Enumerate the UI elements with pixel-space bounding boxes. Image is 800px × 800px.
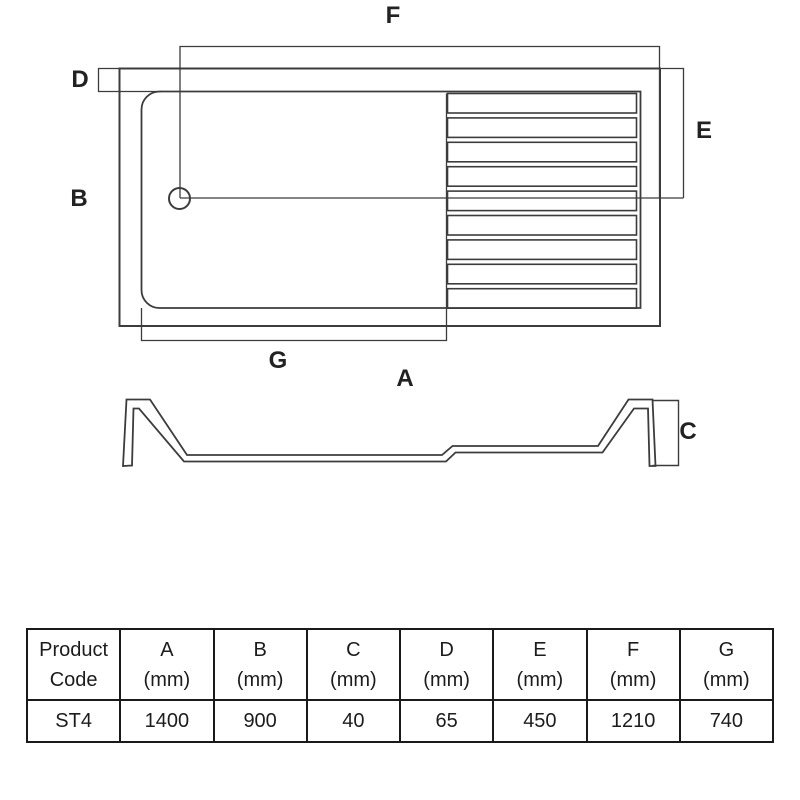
section-profile [122,398,657,467]
label-d: D [71,66,89,93]
rib [446,287,638,310]
header-product-line1: Product [39,638,109,661]
rib [446,165,638,187]
plan-view [97,45,685,342]
header-letter: A [160,638,174,661]
header-dim-b: B (mm) [212,628,308,701]
cell-value-a: 1400 [119,699,215,743]
header-letter: F [627,638,640,661]
header-letter: E [533,638,547,661]
label-a: A [396,365,414,392]
cell-value-e: 450 [492,699,588,743]
header-dim-g: G (mm) [678,628,775,701]
header-unit: (mm) [703,668,750,691]
dimension-lines [97,45,685,342]
rib [446,141,638,163]
label-e: E [695,117,713,144]
header-dim-f: F (mm) [585,628,681,701]
section-view [122,398,680,467]
table-header-row: Product Code A (mm) B (mm) C (mm) D (m [25,628,775,701]
header-letter: B [253,638,267,661]
dimension-f-line [179,45,661,198]
label-b: B [70,185,88,212]
waste-drain [168,187,191,210]
header-dim-c: C (mm) [305,628,402,701]
cell-value-f: 1210 [585,699,681,743]
label-c: C [679,418,697,445]
rib [446,263,638,285]
header-product-line2: Code [49,668,98,691]
dimension-g-line [140,93,448,342]
header-product-code: Product Code [25,628,122,701]
cell-product-code: ST4 [25,699,122,743]
header-unit: (mm) [609,668,657,691]
cell-value-g: 740 [678,699,775,743]
rib [446,117,638,139]
header-letter: D [439,638,454,661]
header-letter: C [346,638,361,661]
dimension-d-bracket [97,67,162,93]
header-dim-d: D (mm) [398,628,495,701]
header-unit: (mm) [143,668,191,691]
rib [446,214,638,236]
technical-drawing [97,45,685,467]
tray-outer-edge [118,67,661,327]
header-unit: (mm) [236,668,284,691]
header-letter: G [718,638,735,661]
rib [446,92,638,114]
tray-inner-edge [140,90,642,309]
label-f: F [385,2,401,29]
dimension-table-header: Product Code A (mm) B (mm) C (mm) D (m [25,628,775,701]
header-dim-e: E (mm) [492,628,588,701]
cell-value-c: 40 [305,699,402,743]
rib [446,190,638,212]
header-unit: (mm) [423,668,470,691]
dimension-c-bracket [652,399,680,467]
header-unit: (mm) [330,668,377,691]
dimension-e-bracket [660,67,685,198]
dimension-table: Product Code A (mm) B (mm) C (mm) D (m [25,628,775,743]
cell-value-b: 900 [212,699,308,743]
label-g: G [268,347,288,374]
header-unit: (mm) [516,668,564,691]
rib [446,239,638,261]
header-dim-a: A (mm) [119,628,215,701]
table-row: ST4 1400 900 40 65 450 1210 740 [25,699,775,743]
drying-area-ribs [446,92,638,310]
cell-value-d: 65 [398,699,495,743]
